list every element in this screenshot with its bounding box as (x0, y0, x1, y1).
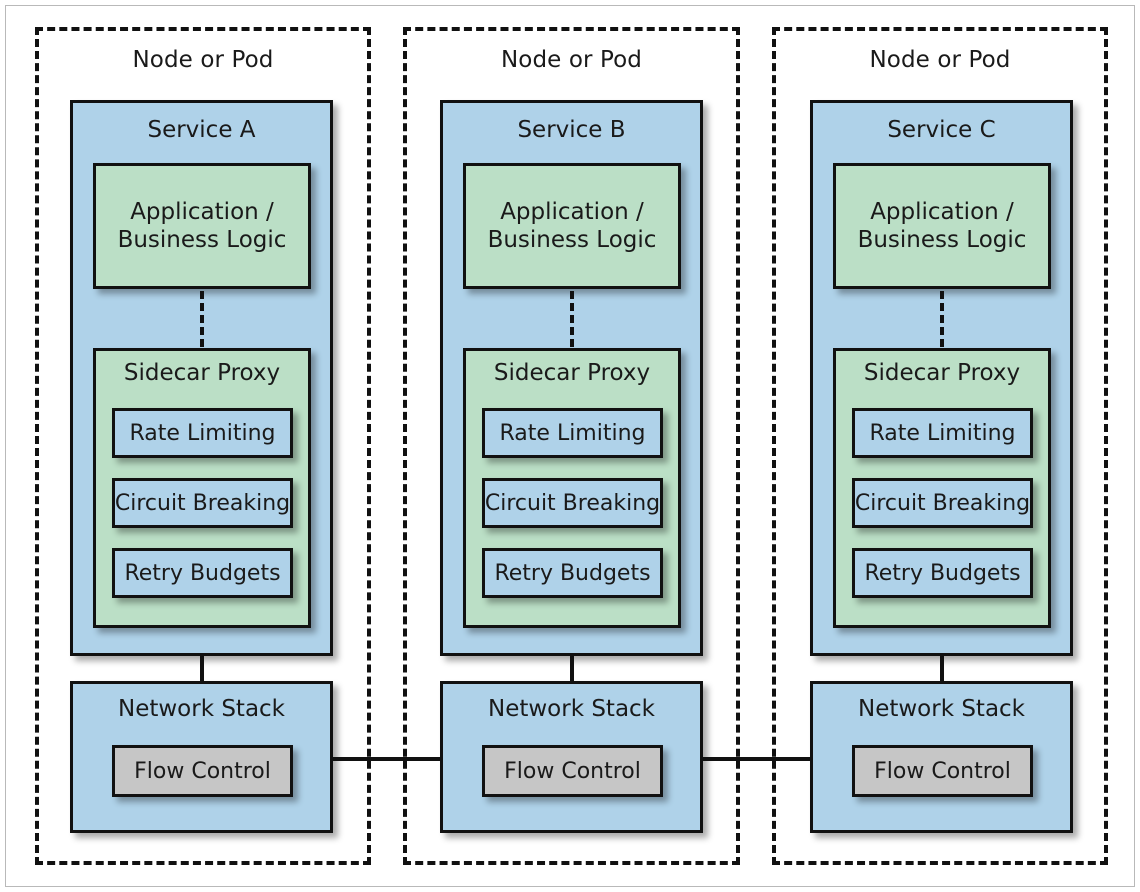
feature-label-circuit-breaking-2: Circuit Breaking (484, 490, 661, 516)
node-pod-container-1: Node or Pod (35, 27, 371, 865)
application-line-2: Business Logic (487, 227, 657, 253)
service-title-2: Service B (517, 117, 626, 143)
network-stack-title-2: Network Stack (487, 696, 656, 722)
network-stack-title-3: Network Stack (857, 696, 1026, 722)
feature-box-circuit-breaking-3: Circuit Breaking (852, 478, 1033, 528)
flow-control-label-3: Flow Control (874, 758, 1011, 784)
feature-label-circuit-breaking-1: Circuit Breaking (114, 490, 291, 516)
feature-box-retry-budgets-2: Retry Budgets (482, 548, 663, 598)
app-to-proxy-connector-3 (940, 291, 944, 347)
application-label-1: Application / Business Logic (118, 198, 287, 254)
feature-box-rate-limiting-1: Rate Limiting (112, 408, 293, 458)
application-box-2: Application / Business Logic (463, 163, 681, 289)
application-label-3: Application / Business Logic (858, 198, 1027, 254)
app-to-proxy-connector-1 (200, 291, 204, 347)
network-link-node2-node3 (700, 757, 813, 761)
node-pod-label-3: Node or Pod (869, 47, 1011, 73)
feature-label-retry-budgets-1: Retry Budgets (124, 560, 281, 586)
application-line-2: Business Logic (857, 227, 1027, 253)
node-pod-label-1: Node or Pod (132, 47, 274, 73)
application-line-1: Application / (130, 198, 274, 225)
application-box-3: Application / Business Logic (833, 163, 1051, 289)
network-stack-title-1: Network Stack (117, 696, 286, 722)
sidecar-proxy-title-1: Sidecar Proxy (123, 360, 281, 386)
flow-control-label-2: Flow Control (504, 758, 641, 784)
sidecar-proxy-title-3: Sidecar Proxy (863, 360, 1021, 386)
feature-label-retry-budgets-3: Retry Budgets (864, 560, 1021, 586)
feature-label-rate-limiting-1: Rate Limiting (129, 420, 276, 446)
sidecar-proxy-title-2: Sidecar Proxy (493, 360, 651, 386)
flow-control-box-3: Flow Control (852, 745, 1033, 797)
feature-box-rate-limiting-3: Rate Limiting (852, 408, 1033, 458)
feature-label-rate-limiting-2: Rate Limiting (499, 420, 646, 446)
feature-label-circuit-breaking-3: Circuit Breaking (854, 490, 1031, 516)
flow-control-box-1: Flow Control (112, 745, 293, 797)
feature-box-circuit-breaking-1: Circuit Breaking (112, 478, 293, 528)
feature-box-retry-budgets-3: Retry Budgets (852, 548, 1033, 598)
feature-label-rate-limiting-3: Rate Limiting (869, 420, 1016, 446)
feature-box-retry-budgets-1: Retry Budgets (112, 548, 293, 598)
service-to-network-connector-1 (200, 653, 204, 683)
application-box-1: Application / Business Logic (93, 163, 311, 289)
node-pod-label-2: Node or Pod (501, 47, 642, 73)
node-pod-container-3: Node or Pod (772, 27, 1108, 865)
application-line-1: Application / (870, 198, 1014, 225)
service-title-1: Service A (147, 117, 256, 143)
feature-label-retry-budgets-2: Retry Budgets (494, 560, 651, 586)
service-to-network-connector-3 (940, 653, 944, 683)
application-line-2: Business Logic (117, 227, 287, 253)
node-pod-container-2: Node or Pod (403, 27, 740, 865)
application-label-2: Application / Business Logic (488, 198, 657, 254)
application-line-1: Application / (500, 198, 644, 225)
network-link-node1-node2 (330, 757, 443, 761)
service-title-3: Service C (887, 117, 996, 143)
flow-control-box-2: Flow Control (482, 745, 663, 797)
service-to-network-connector-2 (570, 653, 574, 683)
feature-box-circuit-breaking-2: Circuit Breaking (482, 478, 663, 528)
app-to-proxy-connector-2 (570, 291, 574, 347)
flow-control-label-1: Flow Control (134, 758, 271, 784)
feature-box-rate-limiting-2: Rate Limiting (482, 408, 663, 458)
